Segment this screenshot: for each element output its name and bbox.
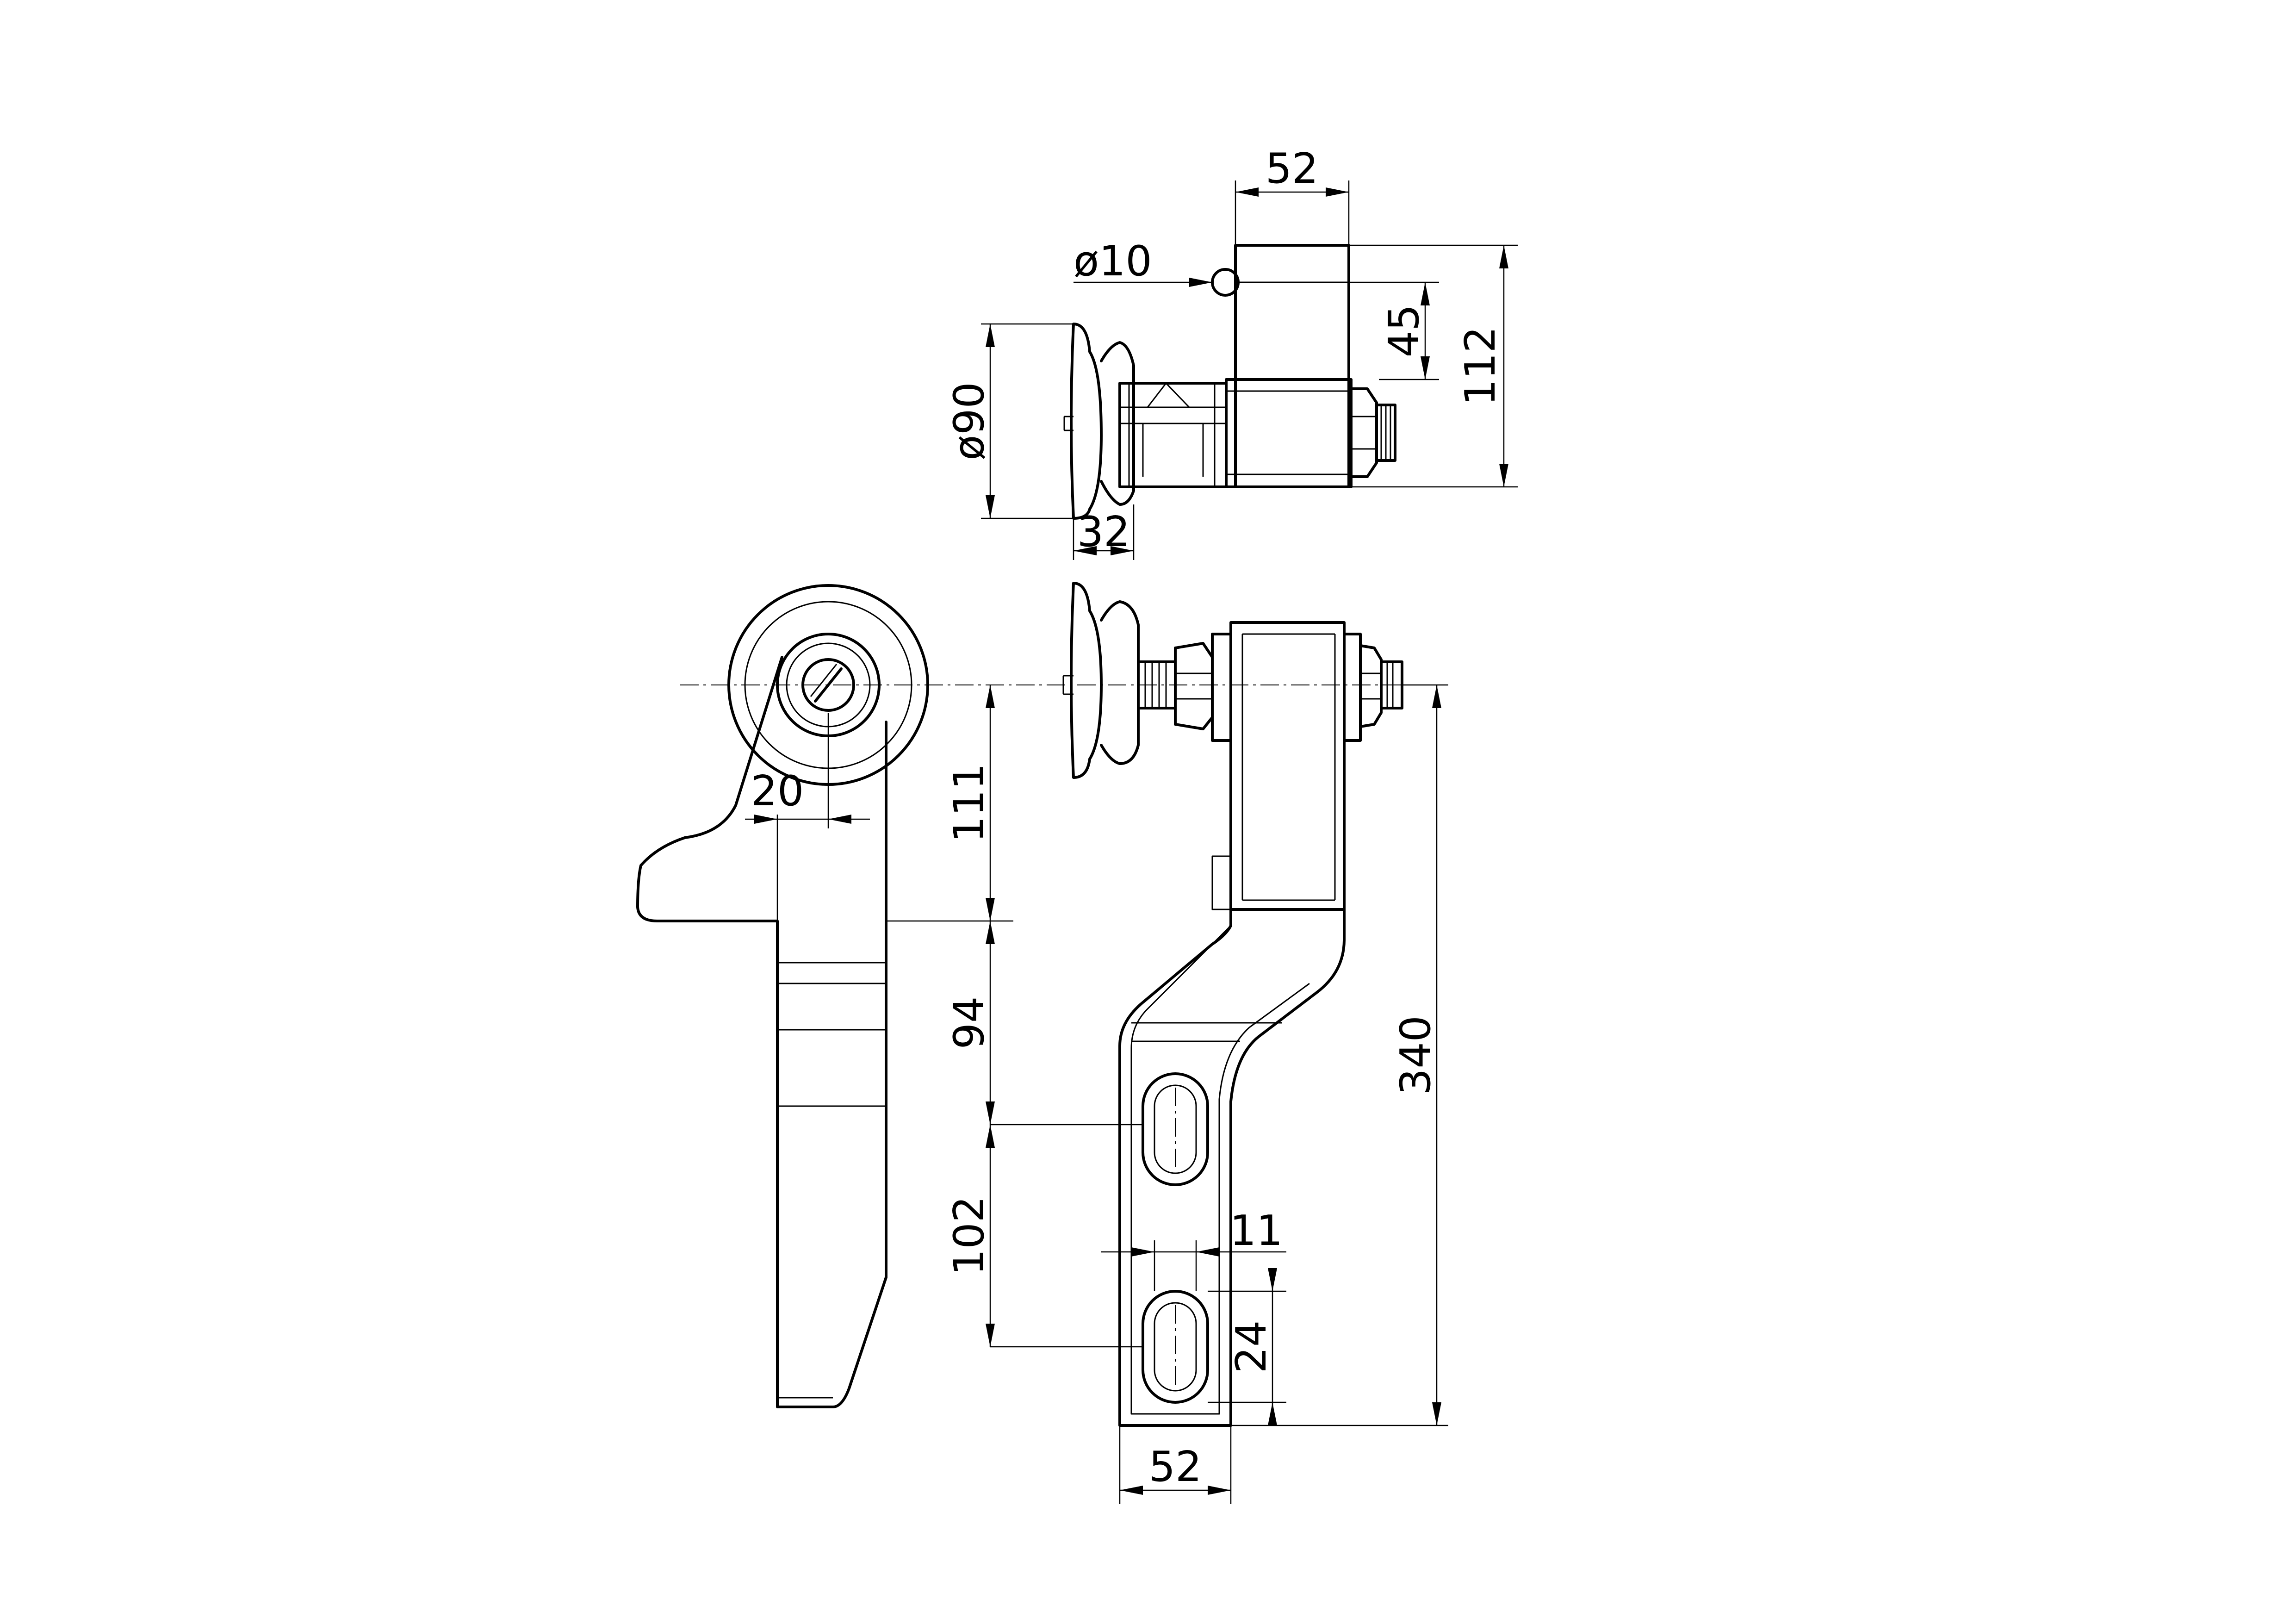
dim-roller-width: 32 <box>1077 508 1130 556</box>
front-view <box>1062 582 1403 1427</box>
front-view-roller <box>1070 582 1103 779</box>
dim-height-102: 102 <box>945 1196 993 1276</box>
dim-slot-length: 24 <box>1227 1320 1276 1374</box>
top-view-clamp <box>1225 378 1353 488</box>
dim-overall-340: 340 <box>1391 1015 1440 1095</box>
dim-pin-diameter: ø10 <box>1074 237 1152 286</box>
side-view-arm <box>636 656 887 1408</box>
front-view-housing <box>1229 621 1346 911</box>
nut-right <box>1359 644 1383 728</box>
dim-height-111: 111 <box>945 763 993 843</box>
top-view <box>1063 244 1396 520</box>
top-view-bracket <box>1118 382 1228 488</box>
dim-bottom-width: 52 <box>1149 1443 1202 1491</box>
dim-height-94: 94 <box>945 996 993 1050</box>
nut-left <box>1174 642 1214 730</box>
dim-roller-diameter: ø90 <box>945 382 993 460</box>
dim-height-112: 112 <box>1456 326 1505 406</box>
dimension-lines <box>745 180 1518 1504</box>
dim-slot-width: 11 <box>1230 1207 1283 1255</box>
dim-offset-20: 20 <box>751 767 804 815</box>
dim-top-width: 52 <box>1266 144 1319 193</box>
side-view <box>636 584 929 1408</box>
top-view-roller <box>1070 323 1103 520</box>
slot-upper <box>1142 1072 1209 1186</box>
top-view-housing <box>1234 244 1350 488</box>
top-view-nut <box>1350 387 1378 478</box>
dim-height-45: 45 <box>1380 305 1428 358</box>
